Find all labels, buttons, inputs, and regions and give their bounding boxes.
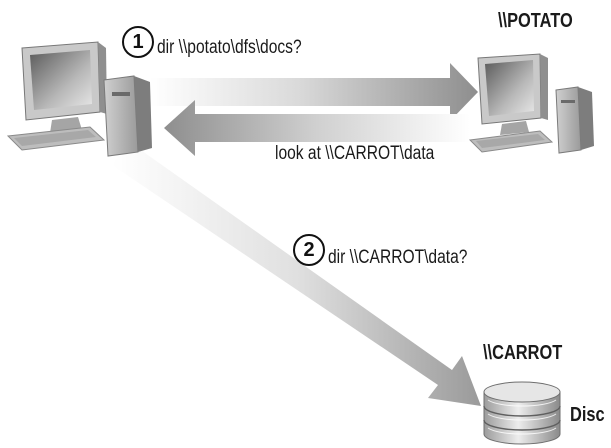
request-arrow-to-potato [150,63,478,121]
step-2-command: dir \\CARROT\data? [328,247,468,268]
step-1-command: dir \\potato\dfs\docs? [157,37,302,58]
request-arrow-to-carrot [112,141,481,406]
client-computer-icon [6,41,152,157]
carrot-disk-icon [483,381,561,445]
carrot-server-label: \\CARROT [483,342,563,364]
step-1-number: 1 [122,26,154,58]
referral-label: look at \\CARROT\data [275,143,435,164]
step-2-number: 2 [293,234,325,266]
potato-computer-icon [468,53,594,154]
potato-server-label: \\POTATO [498,10,573,32]
referral-arrow-to-client [164,100,470,156]
disk-label: Disc [570,404,605,426]
